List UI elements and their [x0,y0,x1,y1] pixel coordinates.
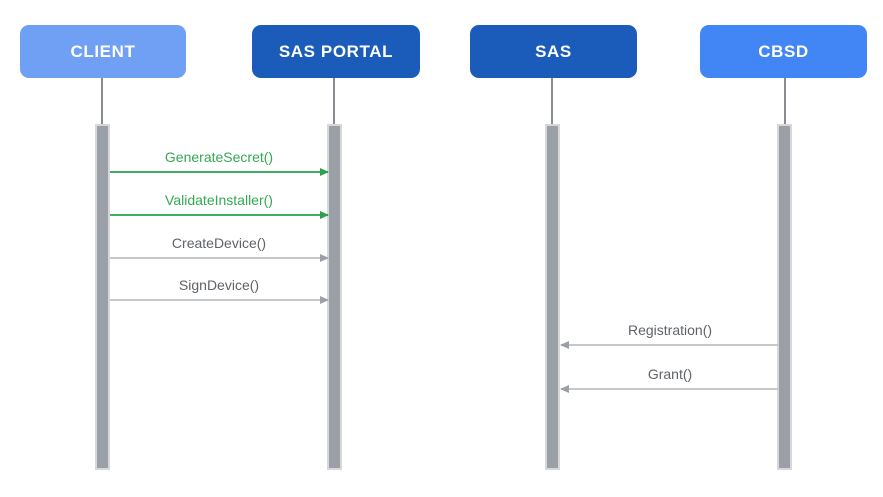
message-label: Registration() [627,322,713,338]
arrow-left-icon [560,384,779,393]
activation-bar-client [95,124,110,470]
arrow-right-icon [110,295,329,304]
message-sign-device: SignDevice() [110,276,329,304]
activation-bar-sas [545,124,560,470]
activation-bar-sas-portal [327,124,342,470]
message-label: ValidateInstaller() [165,192,273,208]
actor-label: SAS PORTAL [278,41,394,61]
activation-bar-cbsd [777,124,792,470]
actor-label: CBSD [758,41,809,61]
message-grant: Grant() [560,365,779,393]
arrow-right-icon [110,210,329,219]
actor-sas: SAS [470,25,637,78]
message-generate-secret: GenerateSecret() [110,148,329,176]
arrow-left-icon [560,340,779,349]
actor-sas-portal: SAS PORTAL [252,25,420,78]
arrow-right-icon [110,253,329,262]
actor-cbsd: CBSD [700,25,867,78]
message-create-device: CreateDevice() [110,234,329,262]
message-validate-installer: ValidateInstaller() [110,191,329,219]
message-registration: Registration() [560,321,779,349]
message-label: GenerateSecret() [164,149,274,165]
arrow-right-icon [110,167,329,176]
message-label: Grant() [647,366,693,382]
message-label: CreateDevice() [171,235,267,251]
message-label: SignDevice() [178,277,260,293]
actor-label: CLIENT [70,41,136,61]
actor-label: SAS [535,41,572,61]
actor-client: CLIENT [20,25,186,78]
